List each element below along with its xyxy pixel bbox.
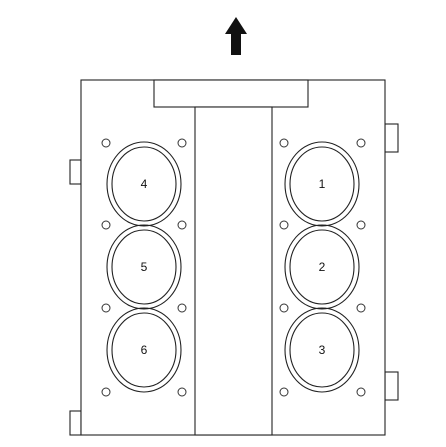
bolt-hole [101, 303, 111, 313]
cylinder-3: 3 [284, 307, 360, 393]
bolt-hole [279, 220, 289, 230]
cylinder-2: 2 [284, 224, 360, 310]
cylinder-bore-outer [106, 141, 182, 227]
cylinder-number: 4 [141, 177, 148, 191]
bolt-hole [356, 303, 366, 313]
right-cylinder-bank: 1 2 3 [284, 141, 360, 393]
cylinder-6: 6 [106, 307, 182, 393]
cylinder-number: 1 [319, 177, 326, 191]
bolt-hole [356, 138, 366, 148]
left-mount-tab-lower [69, 410, 82, 436]
cylinder-4: 4 [106, 141, 182, 227]
cylinder-bore-inner [289, 229, 355, 305]
cylinder-bore-inner [289, 146, 355, 222]
cylinder-number: 2 [319, 260, 326, 274]
cylinder-number: 3 [319, 343, 326, 357]
up-arrow-icon [225, 17, 247, 55]
right-mount-tab-lower [384, 371, 399, 401]
left-cylinder-bank: 4 5 6 [106, 141, 182, 393]
cylinder-bore-outer [106, 224, 182, 310]
cylinder-number: 6 [141, 343, 148, 357]
left-mount-tab-upper [69, 159, 82, 185]
front-cover-tab [153, 79, 309, 108]
bolt-hole [279, 138, 289, 148]
bolt-hole [177, 303, 187, 313]
cylinder-1: 1 [284, 141, 360, 227]
cylinder-bore-outer [106, 307, 182, 393]
cylinder-bore-inner [111, 312, 177, 388]
bolt-hole [279, 303, 289, 313]
bolt-hole [177, 138, 187, 148]
cylinder-bore-outer [284, 141, 360, 227]
bolt-hole [101, 220, 111, 230]
center-valley [194, 106, 273, 436]
cylinder-5: 5 [106, 224, 182, 310]
cylinder-bore-inner [111, 146, 177, 222]
cylinder-bore-inner [111, 229, 177, 305]
bolt-hole [177, 387, 187, 397]
bolt-hole [177, 220, 187, 230]
bolt-hole [101, 138, 111, 148]
cylinder-bore-outer [284, 307, 360, 393]
cylinder-number: 5 [141, 260, 148, 274]
right-bank-bolts [279, 138, 366, 397]
cylinder-bore-outer [284, 224, 360, 310]
bolt-hole [356, 220, 366, 230]
left-bank-bolts [101, 138, 187, 397]
right-mount-tab-upper [384, 123, 399, 153]
bolt-hole [101, 387, 111, 397]
cylinder-bore-inner [289, 312, 355, 388]
bolt-hole [356, 387, 366, 397]
bolt-hole [279, 387, 289, 397]
